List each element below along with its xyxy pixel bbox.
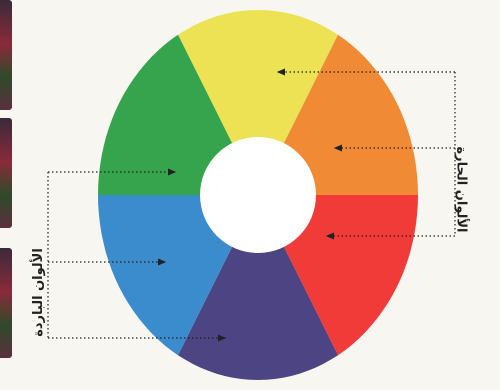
wheel-center — [200, 137, 316, 253]
cold-colors-label: الألوان الباردة — [31, 248, 46, 337]
warm-colors-label: الألوان الحارة — [454, 147, 469, 233]
